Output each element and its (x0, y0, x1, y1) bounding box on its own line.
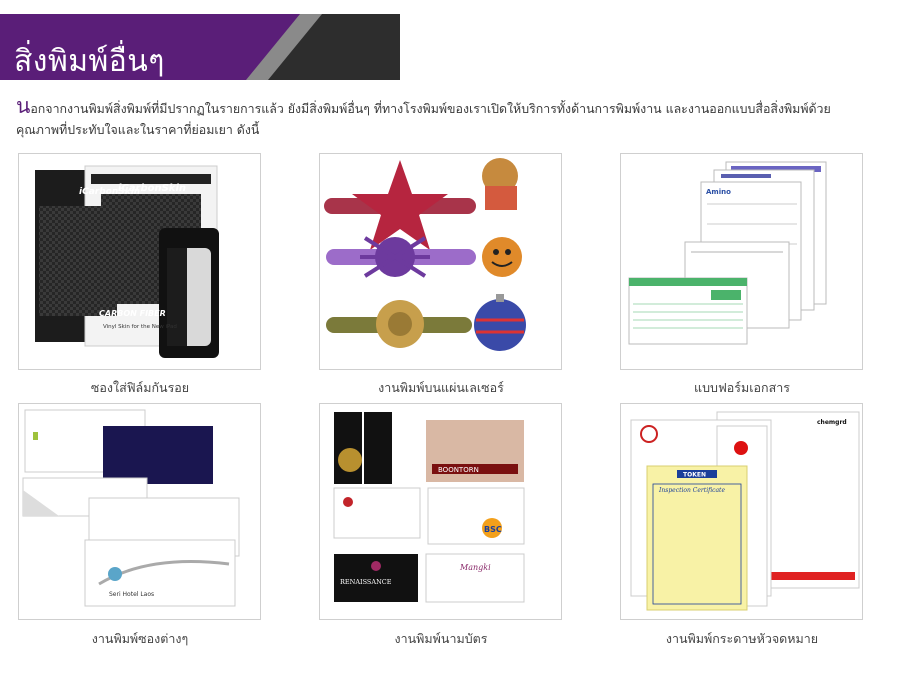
caption-letterheads: งานพิมพ์กระดาษหัวจดหมาย (665, 631, 819, 646)
card-bsc: BSC (484, 525, 502, 534)
letterheads-illustration: chemgrd TOKEN Inspection Certificate (630, 411, 860, 611)
letterhead-title: Inspection Certificate (658, 487, 725, 494)
intro-line-1: อกจากงานพิมพ์สิ่งพิมพ์ที่มีปรากฏในรายการ… (30, 101, 831, 116)
skin-pack-illustration: iCarbonSkin iCarbonSkin CARBON FIBER Vin… (35, 165, 219, 358)
envelopes-illustration: Seri Hotel Laos (22, 409, 240, 607)
form-brand: Amino (706, 188, 731, 196)
intro-dropcap: น (16, 94, 31, 118)
banner-shape (0, 14, 400, 80)
envelope-brand: Seri Hotel Laos (109, 591, 154, 598)
caption-skin-pack: ซองใส่ฟิล์มกันรอย (90, 380, 190, 395)
intro-line-2: คุณภาพที่ประทับใจและในราคาที่ย่อมเยา ดัง… (16, 122, 260, 137)
caption-laser-prints: งานพิมพ์บนแผ่นเลเซอร์ (378, 380, 504, 395)
intro-paragraph: นอกจากงานพิมพ์สิ่งพิมพ์ที่มีปรากฏในรายกา… (16, 96, 891, 140)
card-mangki: Mangki (459, 563, 491, 572)
product-card-letterheads[interactable]: chemgrd TOKEN Inspection Certificate (620, 403, 863, 620)
skin-brand-front: iCarbonSkin (118, 183, 186, 194)
business-forms-illustration: Amino (628, 161, 827, 345)
page-title: สิ่งพิมพ์อื่นๆ (14, 44, 165, 79)
card-renaissance: RENAISSANCE (340, 578, 392, 586)
card-boontorn: BOONTORN (438, 466, 479, 474)
product-card-envelopes[interactable]: Seri Hotel Laos (18, 403, 261, 620)
header-banner: สิ่งพิมพ์อื่นๆ (0, 14, 400, 80)
skin-sub2: Vinyl Skin for the New iPad (103, 324, 177, 330)
product-card-laser-prints[interactable] (319, 153, 562, 370)
letterhead-brand: TOKEN (683, 472, 706, 479)
product-card-business-cards[interactable]: BOONTORN BSC RENAISSANCE Mangki (319, 403, 562, 620)
laser-prints-illustration (324, 158, 526, 351)
product-card-skin-pack[interactable]: iCarbonSkin iCarbonSkin CARBON FIBER Vin… (18, 153, 261, 370)
skin-sub: CARBON FIBER (99, 309, 166, 318)
caption-envelopes: งานพิมพ์ซองต่างๆ (91, 631, 189, 646)
letterhead-brand-2: chemgrd (817, 419, 847, 426)
product-card-business-forms[interactable]: Amino (620, 153, 863, 370)
caption-business-forms: แบบฟอร์มเอกสาร (694, 380, 790, 395)
skin-brand-back: iCarbonSkin (79, 187, 140, 197)
caption-business-cards: งานพิมพ์นามบัตร (394, 631, 488, 646)
business-cards-illustration: BOONTORN BSC RENAISSANCE Mangki (333, 412, 525, 603)
